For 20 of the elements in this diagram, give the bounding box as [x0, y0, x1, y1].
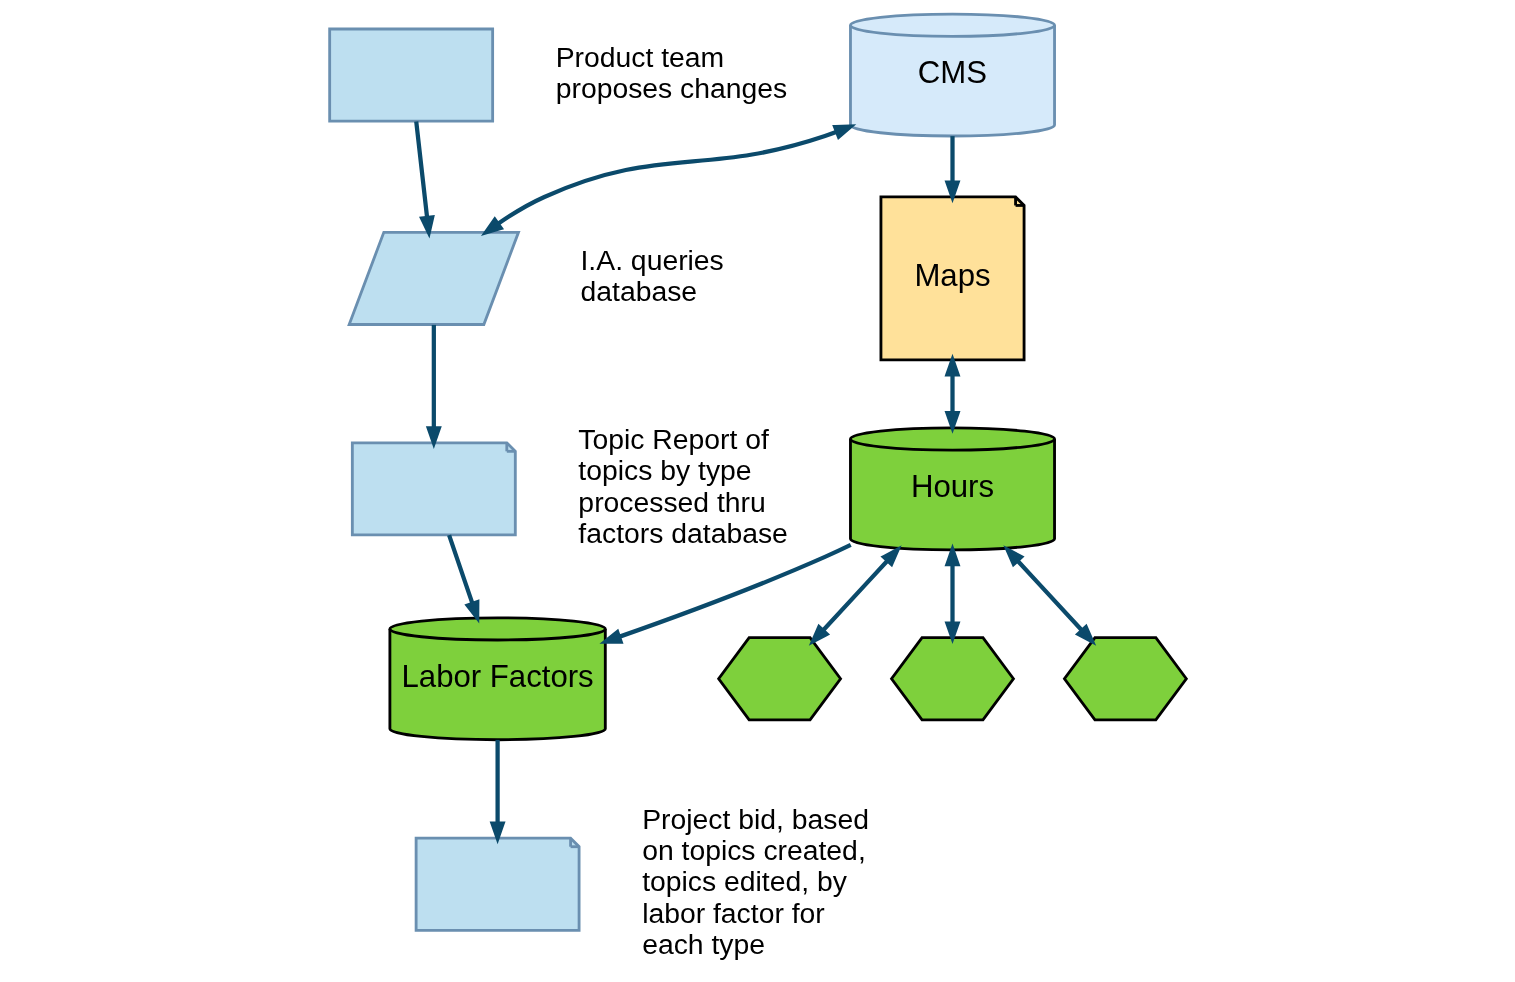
node-hexagon	[889, 636, 1015, 722]
node-hexagon	[716, 636, 842, 722]
arrow	[480, 124, 856, 237]
arrow	[1002, 545, 1096, 646]
arrow	[808, 545, 902, 646]
node-parallelogram	[346, 230, 520, 326]
node-label: Project bid, based on topics created, topics edited, by labor factor for each type	[641, 802, 869, 960]
arrow	[598, 543, 852, 644]
arrow	[944, 136, 960, 204]
arrow	[944, 543, 960, 645]
arrow	[425, 324, 442, 449]
node-label: Product team proposes changes	[555, 40, 787, 104]
arrow	[489, 739, 506, 845]
arrow	[446, 534, 479, 624]
node-hexagon	[1062, 636, 1188, 722]
arrow	[944, 353, 960, 434]
arrow	[413, 121, 435, 239]
node-box	[327, 27, 494, 123]
node-label: I.A. queries database	[580, 243, 724, 308]
node-label: Topic Report of topics by type processed thru factors database	[577, 423, 788, 549]
